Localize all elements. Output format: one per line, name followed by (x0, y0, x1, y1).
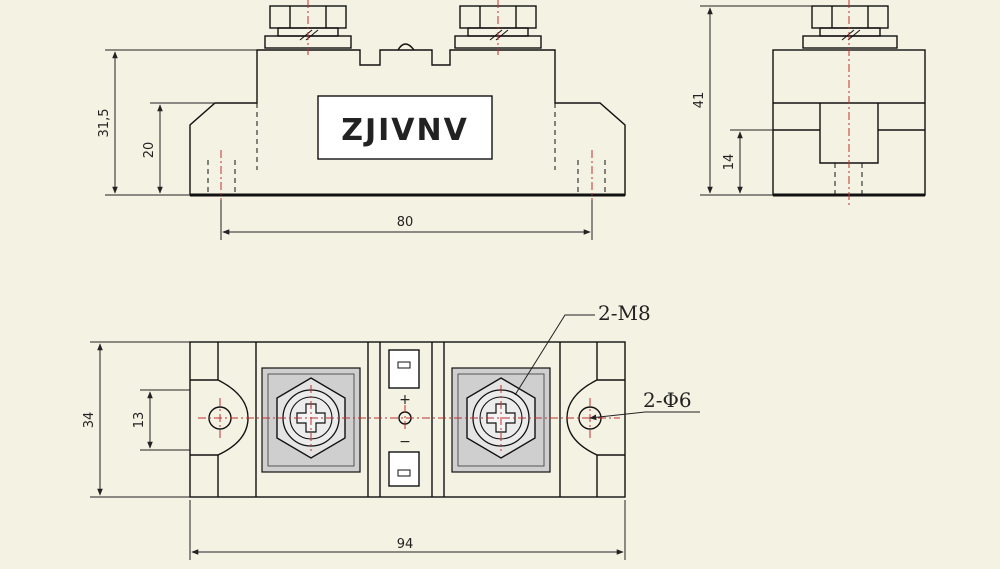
control-terminals (388, 349, 420, 487)
dim-hole-spacing: 13 (132, 412, 147, 429)
brand-label: ZJIVNV (341, 113, 469, 148)
brand-plate (317, 95, 493, 160)
nut-side (802, 5, 898, 49)
dim-height-side: 41 (692, 92, 707, 109)
dim-length-top: 94 (397, 537, 414, 552)
front-dimensions (105, 49, 593, 240)
callout-screws: 2-M8 (598, 301, 651, 325)
front-centerlines (220, 0, 593, 205)
module-body-top (189, 341, 626, 498)
minus-label: − (399, 434, 411, 450)
callout-leaders (514, 314, 700, 421)
top-dimensions (90, 341, 626, 560)
side-dimensions (700, 5, 812, 196)
callout-holes: 2-Φ6 (643, 388, 692, 412)
dim-height-body: 20 (142, 142, 157, 159)
dim-height-total: 31,5 (97, 109, 112, 138)
dim-length-front: 80 (397, 215, 414, 230)
dim-height-side-lower: 14 (722, 154, 737, 171)
dim-width-top: 34 (82, 412, 97, 429)
plus-label: + (399, 392, 411, 408)
